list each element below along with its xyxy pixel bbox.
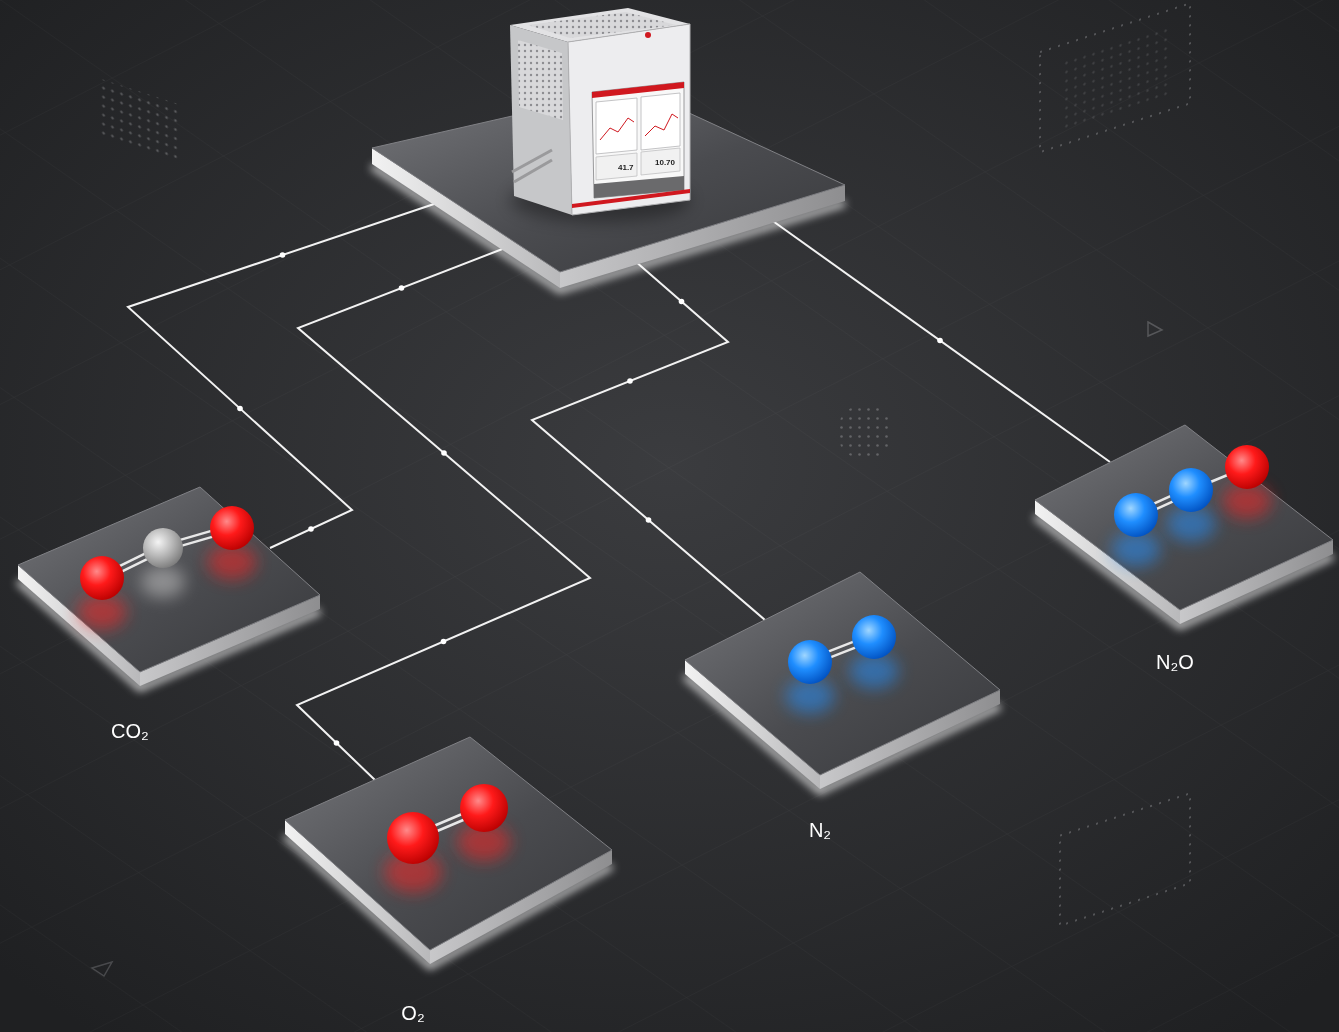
gas-label: N₂O: [1156, 651, 1194, 674]
connector-dot: [237, 406, 243, 412]
connector-path: [770, 219, 1110, 462]
connector-dot: [627, 378, 633, 384]
platform-illustration: [678, 565, 1008, 847]
connector-dot: [646, 517, 652, 523]
screen-reading: 41.7: [618, 164, 634, 172]
gas-platform: O₂: [278, 730, 620, 1030]
platform-illustration: [278, 730, 620, 1030]
connector-path: [532, 261, 765, 620]
connector-line: [128, 203, 437, 548]
connector-dot: [441, 639, 447, 645]
connector-dot: [937, 338, 943, 344]
gas-label: N₂: [809, 819, 831, 842]
connector-line: [770, 219, 1110, 462]
connector-dot: [679, 299, 685, 305]
connector-line: [297, 248, 590, 781]
connector-line: [532, 261, 765, 620]
gas-platform: N₂: [678, 565, 1008, 847]
gas-platform: N₂O: [1028, 418, 1337, 680]
connector-dot: [334, 740, 340, 746]
gas-platform: CO₂: [10, 480, 328, 748]
connector-dot: [308, 526, 314, 532]
gas-analyzer: 41.7 10.70: [365, 2, 850, 297]
connector-dot: [441, 450, 447, 456]
connector-dot: [280, 252, 286, 258]
platform-illustration: [1028, 418, 1337, 680]
screen-reading: 10.70: [655, 159, 675, 167]
connector-dot: [399, 285, 405, 291]
gas-label: O₂: [401, 1002, 424, 1025]
analyzer-illustration: [365, 2, 850, 297]
platform-illustration: [10, 480, 328, 748]
connector-path: [297, 248, 590, 781]
connector-path: [128, 203, 437, 548]
gas-label: CO₂: [111, 720, 149, 743]
